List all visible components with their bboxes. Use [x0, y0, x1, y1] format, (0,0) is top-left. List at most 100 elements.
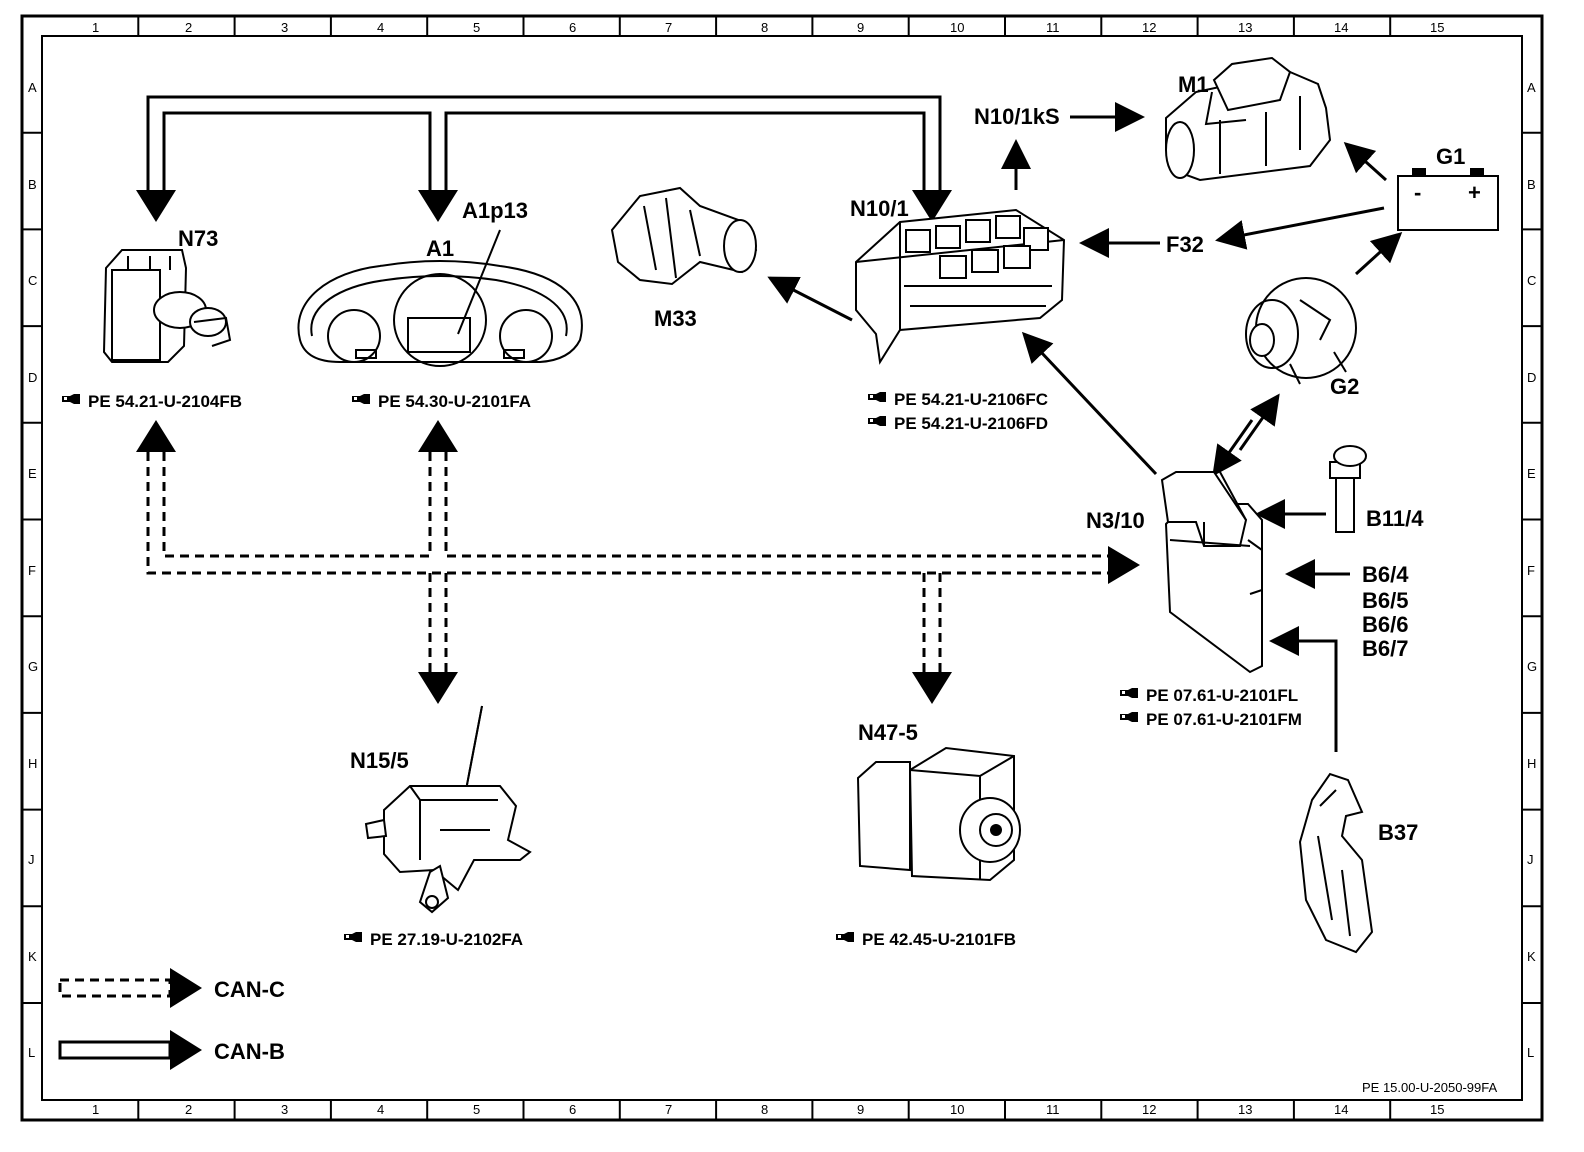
label-g2: G2 [1330, 374, 1359, 399]
svg-text:8: 8 [761, 20, 768, 35]
svg-text:B: B [28, 177, 37, 192]
svg-text:3: 3 [281, 1102, 288, 1117]
svg-text:A: A [28, 80, 37, 95]
ignition-switch-icon [102, 249, 232, 363]
signal-arrows [767, 102, 1403, 752]
ref-n3-10-a: PE 07.61-U-2101FL [1146, 686, 1298, 705]
label-a1: A1 [426, 236, 454, 261]
pointing-hand-icon [868, 416, 886, 426]
svg-text:B: B [1527, 177, 1536, 192]
pointing-hand-icon [344, 932, 362, 942]
svg-text:1: 1 [92, 20, 99, 35]
svg-text:A: A [1527, 80, 1536, 95]
svg-text:4: 4 [377, 20, 384, 35]
label-n10-1ks: N10/1kS [974, 104, 1060, 129]
svg-text:9: 9 [857, 20, 864, 35]
svg-text:J: J [28, 852, 35, 867]
svg-text:14: 14 [1334, 1102, 1348, 1117]
column-labels-bottom: 1 2 3 4 5 6 7 8 9 10 11 12 13 14 15 [92, 1102, 1444, 1117]
label-b6-4: B6/4 [1362, 562, 1409, 587]
svg-text:D: D [1527, 370, 1536, 385]
svg-text:K: K [28, 949, 37, 964]
can-c-arrowheads [136, 420, 1140, 704]
svg-text:12: 12 [1142, 20, 1156, 35]
legend: CAN-C CAN-B [58, 968, 285, 1070]
label-n10-1: N10/1 [850, 196, 909, 221]
label-a1p13: A1p13 [462, 198, 528, 223]
svg-text:F: F [1527, 563, 1535, 578]
label-b37: B37 [1378, 820, 1418, 845]
abs-control-unit-icon [856, 746, 1021, 882]
label-f32: F32 [1166, 232, 1204, 257]
svg-text:3: 3 [281, 20, 288, 35]
battery-icon: - + [1397, 168, 1499, 231]
can-b-arrowheads [136, 190, 952, 222]
pump-motor-icon [610, 186, 758, 286]
pointing-hand-icon [1120, 712, 1138, 722]
svg-text:D: D [28, 370, 37, 385]
drawing-frame [20, 14, 1544, 1122]
ref-n3-10-b: PE 07.61-U-2101FM [1146, 710, 1302, 729]
legend-can-c-label: CAN-C [214, 977, 285, 1002]
ref-a1: PE 54.30-U-2101FA [378, 392, 531, 411]
svg-text:J: J [1527, 852, 1534, 867]
svg-text:10: 10 [950, 1102, 964, 1117]
svg-text:13: 13 [1238, 1102, 1252, 1117]
svg-text:L: L [1527, 1045, 1534, 1060]
svg-text:G: G [28, 659, 38, 674]
svg-text:7: 7 [665, 20, 672, 35]
svg-text:5: 5 [473, 1102, 480, 1117]
legend-can-b: CAN-B [58, 1030, 285, 1070]
svg-text:C: C [28, 273, 37, 288]
component-labels: N73 A1 A1p13 M33 N10/1 N10/1kS M1 G1 F32… [178, 72, 1465, 845]
svg-text:10: 10 [950, 20, 964, 35]
pointing-hand-icon [62, 394, 80, 404]
instrument-cluster-icon [297, 229, 583, 367]
reference-notes: PE 54.21-U-2104FB PE 54.30-U-2101FA PE 5… [62, 390, 1302, 949]
label-b6-6: B6/6 [1362, 612, 1408, 637]
can-b-bus [146, 95, 942, 190]
svg-text:11: 11 [1046, 1102, 1060, 1117]
svg-text:13: 13 [1238, 20, 1252, 35]
can-c-bus [146, 452, 1110, 672]
svg-text:6: 6 [569, 1102, 576, 1117]
row-labels-right: A B C D E F G H J K L [1527, 80, 1537, 1060]
battery-minus-terminal: - [1414, 180, 1421, 205]
ref-n15-5: PE 27.19-U-2102FA [370, 930, 523, 949]
column-labels-top: 1 2 3 4 5 6 7 8 9 10 11 12 13 14 15 [92, 20, 1444, 35]
svg-text:8: 8 [761, 1102, 768, 1117]
fuse-relay-module-icon [855, 208, 1066, 365]
svg-text:H: H [28, 756, 37, 771]
legend-can-b-label: CAN-B [214, 1039, 285, 1064]
svg-text:2: 2 [185, 1102, 192, 1117]
svg-text:14: 14 [1334, 20, 1348, 35]
label-g1: G1 [1436, 144, 1465, 169]
label-b6-5: B6/5 [1362, 588, 1408, 613]
svg-text:L: L [28, 1045, 35, 1060]
row-labels-left: A B C D E F G H J K L [28, 80, 38, 1060]
label-n73: N73 [178, 226, 218, 251]
label-b6-7: B6/7 [1362, 636, 1408, 661]
svg-text:9: 9 [857, 1102, 864, 1117]
alternator-icon [1245, 277, 1357, 385]
coolant-temperature-sensor-icon [1329, 445, 1367, 533]
ref-n10-1-a: PE 54.21-U-2106FC [894, 390, 1048, 409]
svg-text:15: 15 [1430, 1102, 1444, 1117]
pointing-hand-icon [352, 394, 370, 404]
svg-text:K: K [1527, 949, 1536, 964]
document-reference: PE 15.00-U-2050-99FA [1362, 1080, 1497, 1095]
label-n3-10: N3/10 [1086, 508, 1145, 533]
gear-selector-module-icon [364, 705, 532, 914]
label-n47-5: N47-5 [858, 720, 918, 745]
label-m1: M1 [1178, 72, 1209, 97]
svg-text:F: F [28, 563, 36, 578]
label-n15-5: N15/5 [350, 748, 409, 773]
svg-text:7: 7 [665, 1102, 672, 1117]
battery-plus-terminal: + [1468, 180, 1481, 205]
label-m33: M33 [654, 306, 697, 331]
svg-text:H: H [1527, 756, 1536, 771]
svg-text:11: 11 [1046, 20, 1060, 35]
engine-control-unit-icon [1160, 471, 1263, 674]
ref-n10-1-b: PE 54.21-U-2106FD [894, 414, 1048, 433]
